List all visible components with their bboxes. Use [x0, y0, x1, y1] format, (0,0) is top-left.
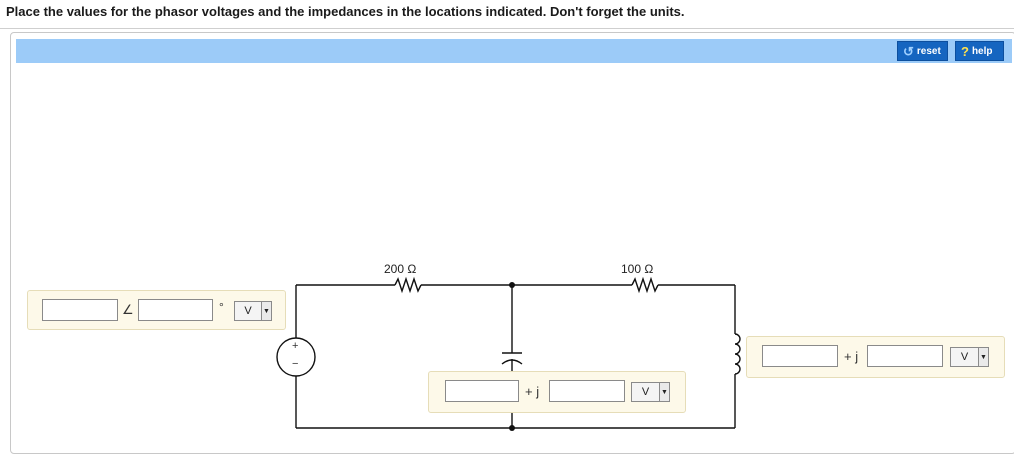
resistor-100-zigzag — [631, 276, 659, 294]
header-divider — [0, 28, 1014, 29]
reset-button[interactable]: ↺ reset — [897, 41, 948, 61]
source-minus-sign: − — [292, 358, 299, 370]
capacitor-unit-select[interactable]: V ▼ — [631, 382, 670, 402]
capacitor-real-input[interactable] — [445, 380, 519, 402]
source-angle-input[interactable] — [138, 299, 213, 321]
inductor-imag-input[interactable] — [867, 345, 943, 367]
degree-symbol: ° — [219, 300, 224, 314]
source-unit-select[interactable]: V ▼ — [234, 301, 272, 321]
resistor-100-label: 100 Ω — [621, 262, 654, 276]
source-plus-sign: + — [292, 340, 299, 352]
help-button[interactable]: ? help — [955, 41, 1004, 61]
node-top — [509, 282, 515, 288]
node-bottom — [509, 425, 515, 431]
capacitor-plus-j: + j — [525, 384, 540, 399]
capacitor-unit-value: V — [641, 386, 650, 398]
source-unit-value: V — [244, 305, 252, 317]
inductor-unit-select[interactable]: V ▼ — [950, 347, 989, 367]
angle-symbol: ∠ — [122, 302, 134, 317]
chevron-down-icon: ▼ — [261, 302, 271, 320]
instructions-text: Place the values for the phasor voltages… — [6, 4, 685, 19]
reset-icon: ↺ — [903, 43, 914, 59]
resistor-200-zigzag — [394, 276, 422, 294]
help-label: help — [971, 45, 993, 57]
chevron-down-icon: ▼ — [659, 383, 669, 401]
inductor-coil — [734, 333, 741, 375]
chevron-down-icon: ▼ — [978, 348, 988, 366]
resistor-200-label: 200 Ω — [384, 262, 417, 276]
inductor-unit-value: V — [960, 351, 969, 363]
capacitor-imag-input[interactable] — [549, 380, 625, 402]
help-icon: ? — [961, 43, 969, 59]
inductor-real-input[interactable] — [762, 345, 838, 367]
voltage-source — [276, 337, 316, 377]
source-magnitude-input[interactable] — [42, 299, 118, 321]
tool-bar — [16, 39, 1012, 63]
reset-label: reset — [916, 45, 941, 57]
inductor-plus-j: + j — [844, 349, 859, 364]
